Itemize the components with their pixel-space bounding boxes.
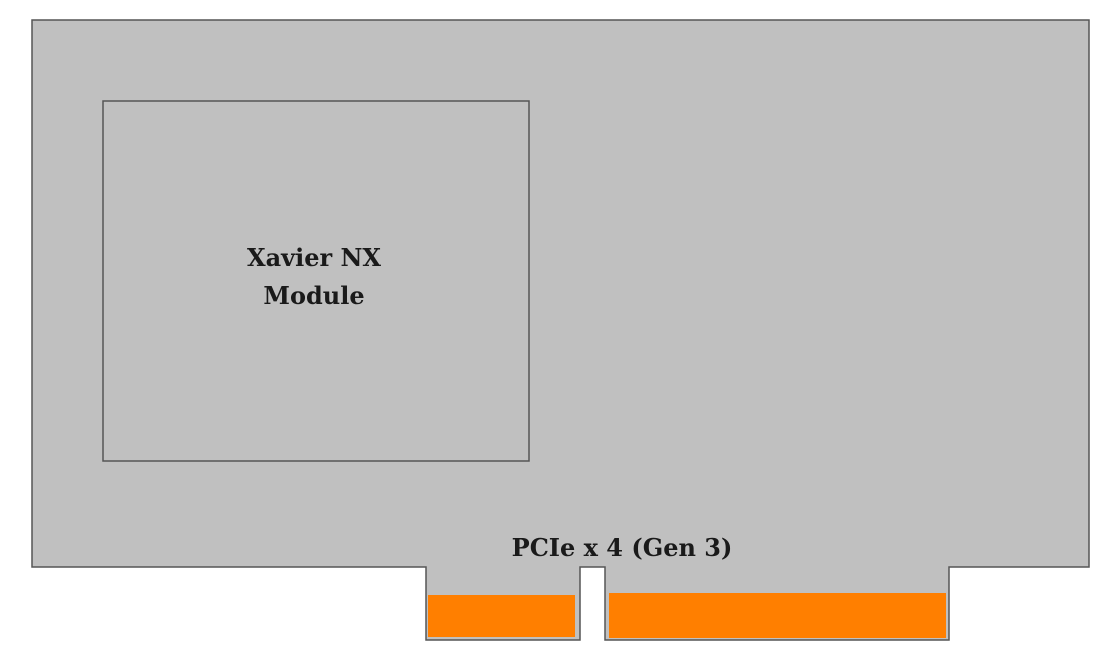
module-label-line1: Xavier NX xyxy=(247,243,381,272)
module-label-line2: Module xyxy=(263,281,364,310)
xavier-nx-module-box xyxy=(102,100,530,462)
pcie-connector-label: PCIe x 4 (Gen 3) xyxy=(512,533,733,562)
edge-contact-long xyxy=(609,593,946,638)
edge-contact-short xyxy=(428,595,575,637)
pcie-card-board xyxy=(31,19,1090,641)
